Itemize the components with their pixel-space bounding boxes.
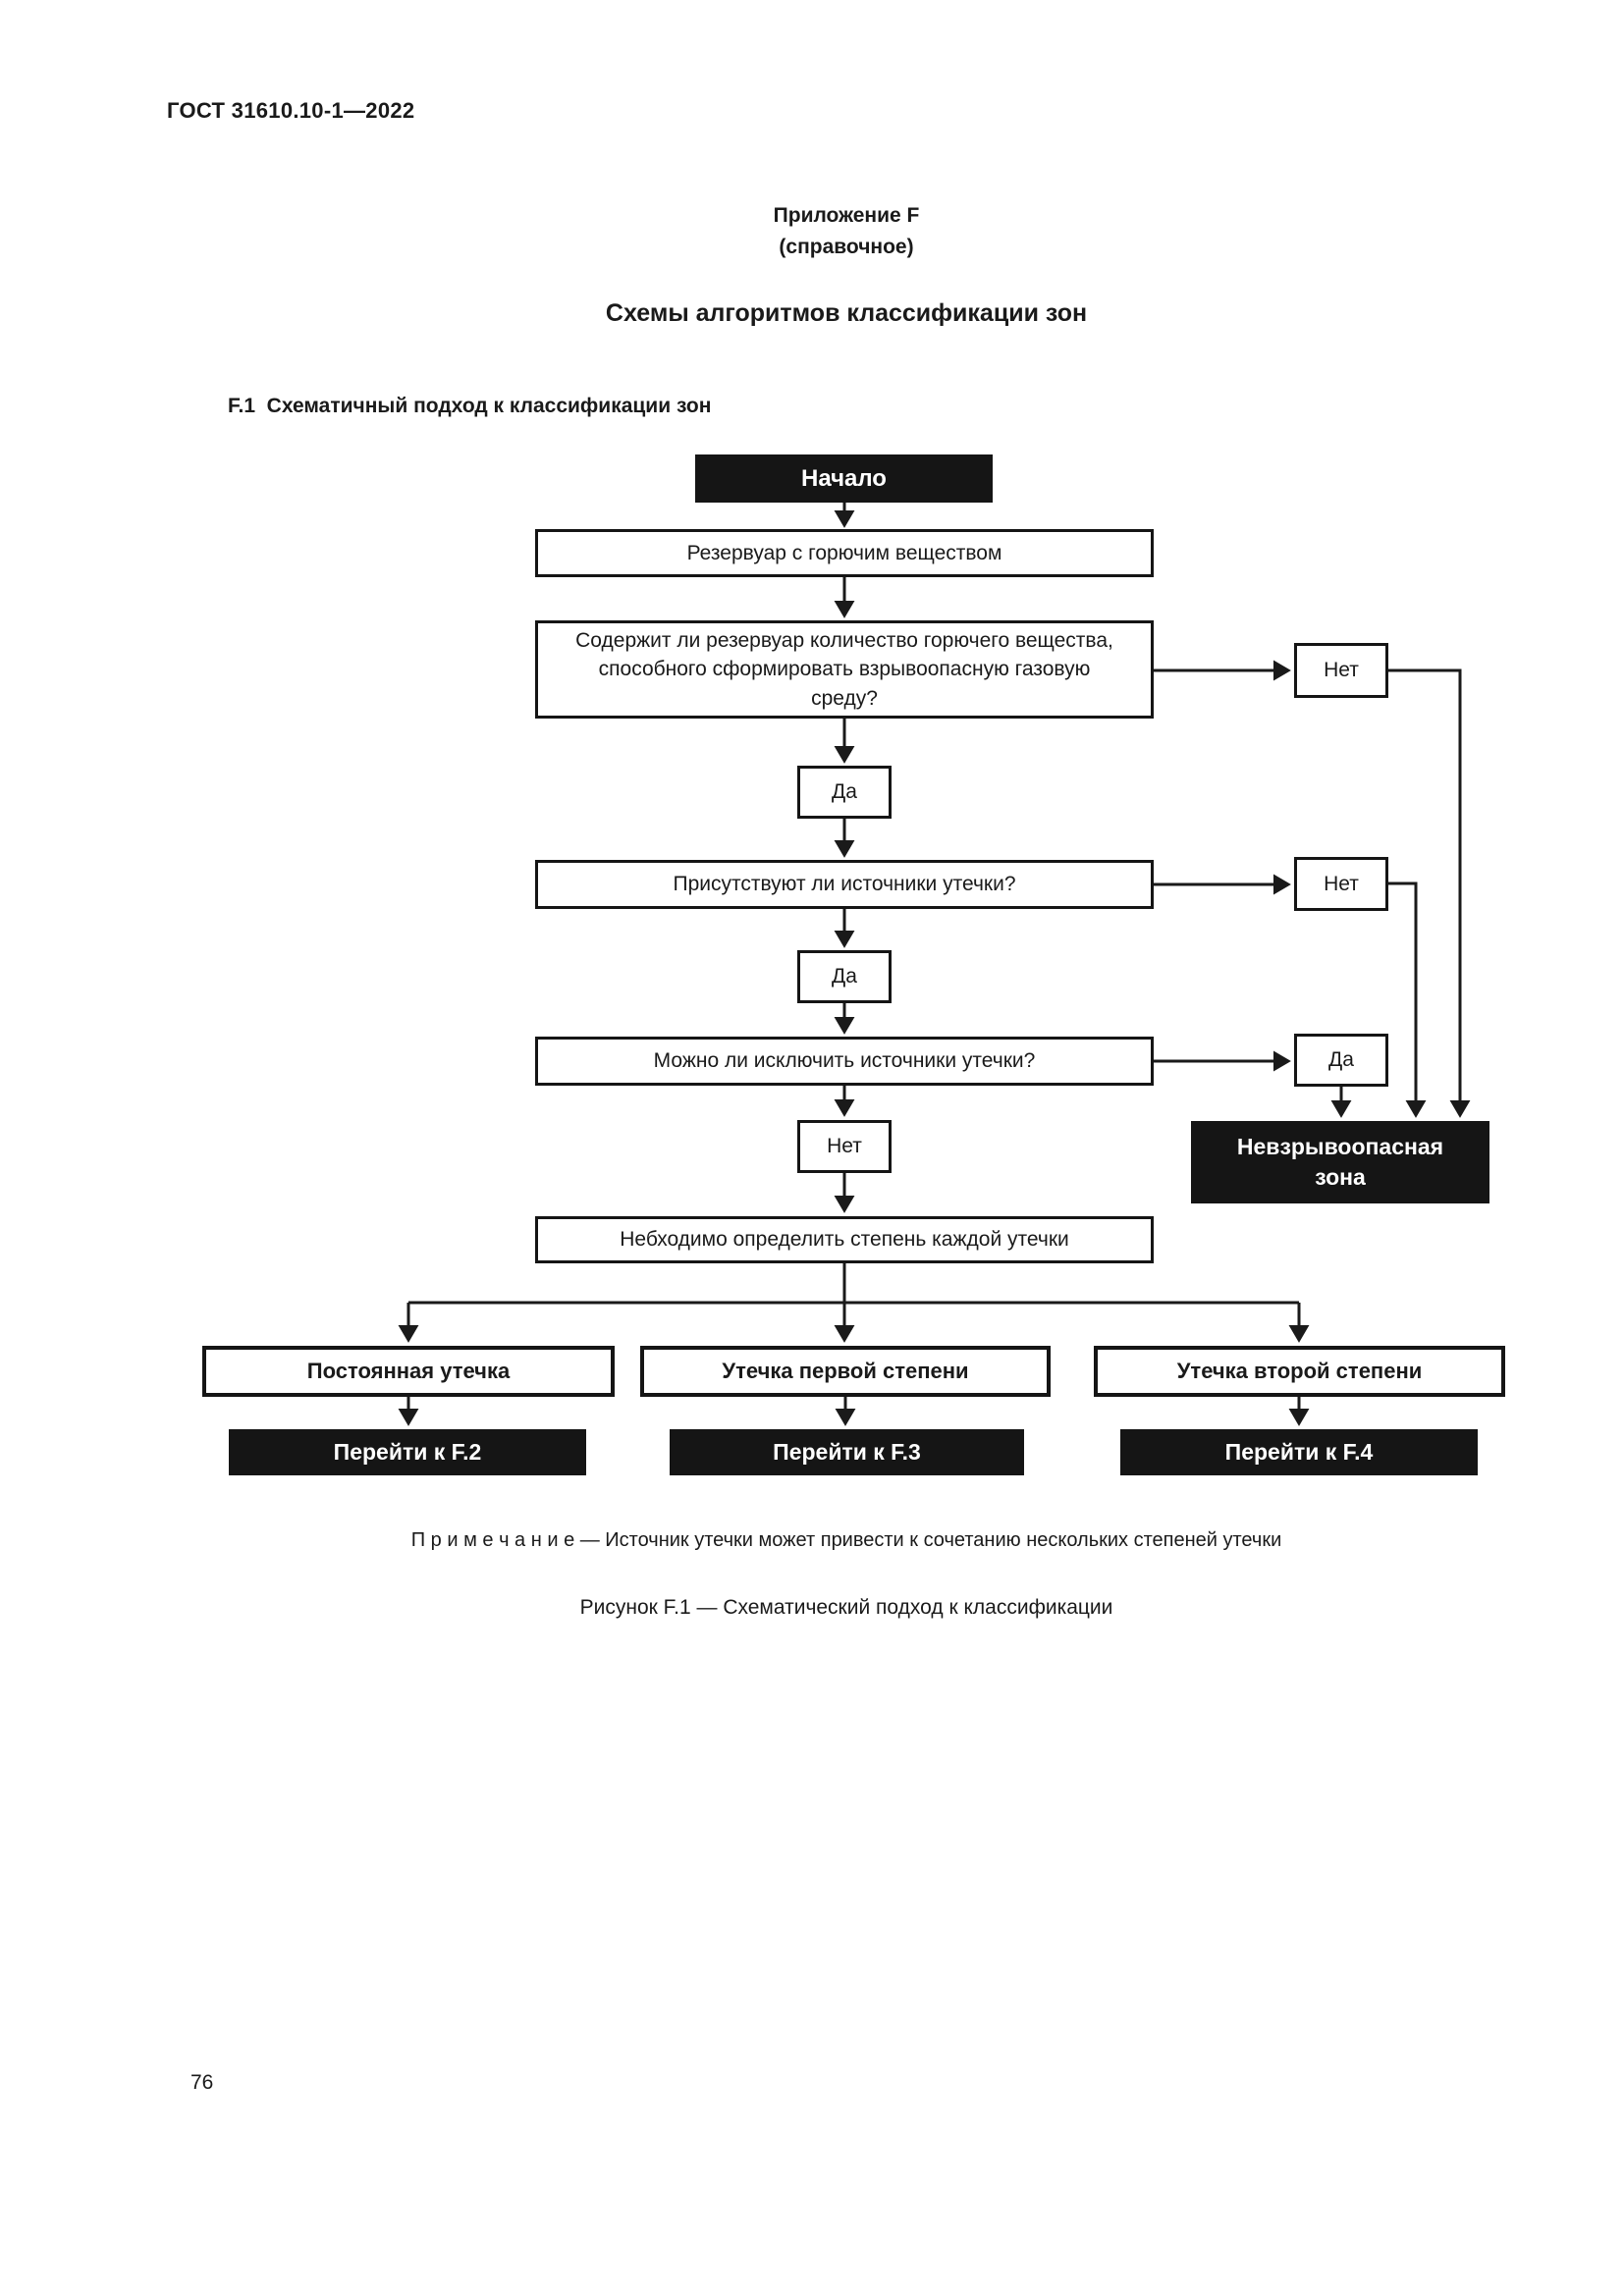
non-hazardous-zone-node: Невзрывоопасная зона <box>1191 1121 1489 1203</box>
start-node: Начало <box>695 454 993 503</box>
question3-node: Можно ли исключить источники утечки? <box>535 1037 1154 1086</box>
question3-yes-node: Да <box>1294 1034 1388 1087</box>
question2-node: Присутствуют ли источники утечки? <box>535 860 1154 909</box>
question2-no-node: Нет <box>1294 857 1388 911</box>
question1-yes-node: Да <box>797 766 892 819</box>
goto-f3-node: Перейти к F.3 <box>670 1429 1024 1475</box>
question2-yes-node: Да <box>797 950 892 1003</box>
reservoir-node: Резервуар с горючим веществом <box>535 529 1154 577</box>
section-heading: F.1 Схематичный подход к классификации з… <box>228 395 712 417</box>
appendix-heading: Схемы алгоритмов классификации зон <box>605 299 1088 327</box>
question3-no-node: Нет <box>797 1120 892 1173</box>
figure-note: П р и м е ч а н и е — Источник утечки мо… <box>410 1529 1282 1551</box>
determine-degree-node: Небходимо определить степень каждой утеч… <box>535 1216 1154 1263</box>
appendix-subtitle: (справочное) <box>779 236 914 258</box>
branch-primary-node: Утечка первой степени <box>640 1346 1051 1397</box>
goto-f2-node: Перейти к F.2 <box>229 1429 586 1475</box>
branch-continuous-node: Постоянная утечка <box>202 1346 615 1397</box>
document-standard-number: ГОСТ 31610.10-1—2022 <box>167 98 415 123</box>
question1-no-node: Нет <box>1294 643 1388 698</box>
appendix-title: Приложение F <box>773 204 920 227</box>
goto-f4-node: Перейти к F.4 <box>1120 1429 1478 1475</box>
question1-node: Содержит ли резервуар количество горючег… <box>535 620 1154 719</box>
page-number: 76 <box>190 2071 214 2094</box>
branch-secondary-node: Утечка второй степени <box>1094 1346 1505 1397</box>
figure-caption: Рисунок F.1 — Схематический подход к кла… <box>579 1596 1113 1619</box>
